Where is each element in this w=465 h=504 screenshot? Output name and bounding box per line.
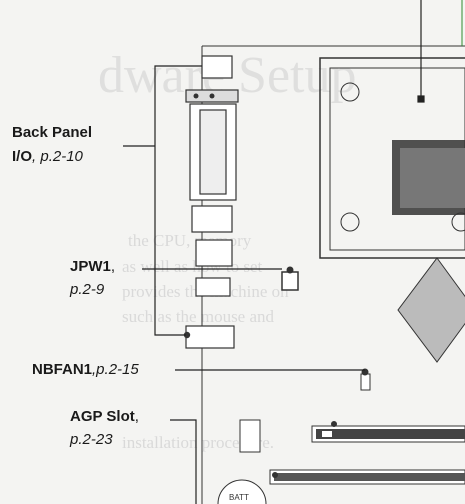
jpw1-ref: p.2-9 <box>70 281 105 298</box>
connector-pins <box>183 93 215 339</box>
callout-lines <box>123 0 425 504</box>
nbfan1-ref: ,p.2-15 <box>92 361 139 378</box>
back-panel-name-line1: Back Panel <box>12 124 93 141</box>
battery: BATT <box>217 479 267 504</box>
ghost-line-1: the CPU, memory <box>128 231 252 250</box>
back-panel-ref: , p.2-10 <box>32 148 83 165</box>
jpw1-label: JPW1, <box>70 256 115 278</box>
agp-punct: , <box>134 408 139 425</box>
back-panel-connectors <box>185 55 239 349</box>
agp-label: AGP Slot, <box>70 406 139 428</box>
ghost-line-4: such as the mouse and <box>122 307 275 326</box>
back-panel-name-line2: I/O <box>12 148 33 165</box>
jpw1-ref-line: p.2-9 <box>70 279 104 301</box>
ghost-line-2: as well as how to set <box>122 257 263 276</box>
nbfan1-name: NBFAN1 <box>32 361 93 378</box>
back-panel-label: Back Panel <box>12 122 92 144</box>
ps2-port <box>201 55 233 79</box>
northbridge-chip <box>397 257 465 363</box>
jpw1-name: JPW1 <box>70 258 111 275</box>
audio-port <box>185 325 235 349</box>
agp-leader <box>170 419 197 504</box>
agp-slot <box>239 419 465 453</box>
agp-ref: p.2-23 <box>70 431 113 448</box>
nbfan1-label: NBFAN1,p.2-15 <box>32 359 139 381</box>
jpw1-connector <box>281 266 299 291</box>
nbfan1-connector <box>360 368 371 391</box>
back-panel-label-line2: I/O, p.2-10 <box>12 146 83 168</box>
lan-port <box>195 239 233 267</box>
battery-label: BATT <box>229 493 249 502</box>
usb-port <box>191 205 233 233</box>
expansion-slot <box>269 469 465 485</box>
agp-ref-line: p.2-23 <box>70 429 113 451</box>
back-panel-bracket <box>154 65 202 336</box>
ghost-line-5: installation procedure. <box>122 433 274 452</box>
agp-name: AGP Slot <box>70 408 135 425</box>
jpw1-punct: , <box>110 258 116 275</box>
cpu-socket <box>319 57 465 259</box>
